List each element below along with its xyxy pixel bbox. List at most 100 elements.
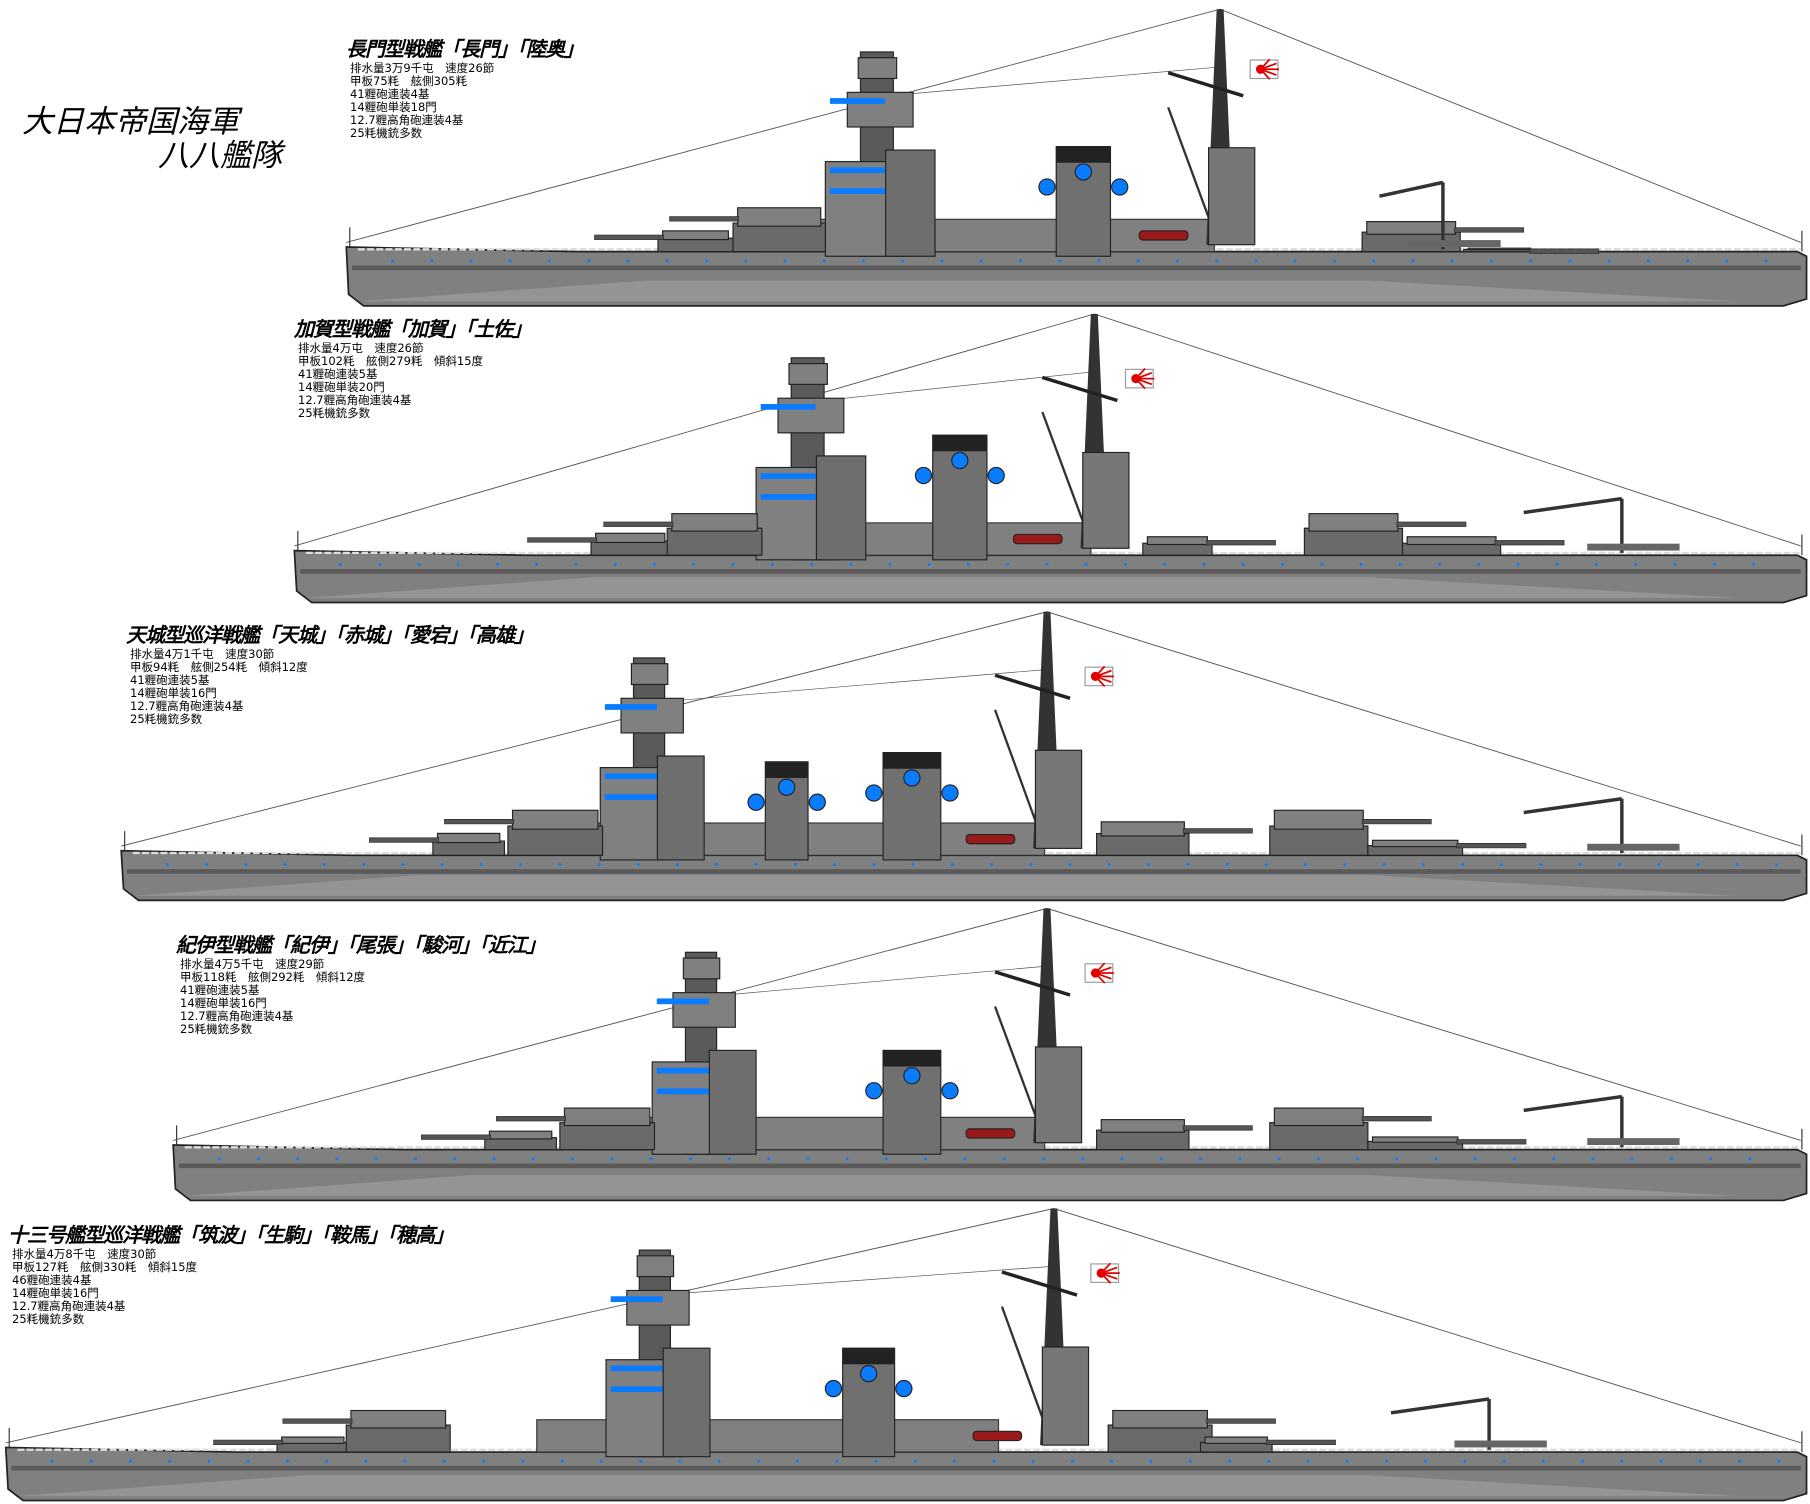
ensign-ray <box>1135 378 1146 390</box>
armor-belt-line <box>126 869 1801 874</box>
porthole <box>1107 863 1111 867</box>
hull-shading <box>305 577 1738 598</box>
porthole <box>1437 562 1441 566</box>
porthole <box>979 259 983 263</box>
aircraft-crane-boom <box>1390 1397 1490 1415</box>
porthole <box>822 259 826 263</box>
porthole <box>1332 259 1336 263</box>
porthole <box>217 1157 221 1161</box>
porthole <box>362 863 366 867</box>
spec-line: 14糎砲単装16門 <box>12 1286 99 1300</box>
funnel-cap <box>842 1348 895 1365</box>
porthole <box>1578 863 1582 867</box>
bridge-windows <box>829 167 885 174</box>
ensign-ray <box>1094 665 1106 677</box>
spec-line: 46糎砲連装4基 <box>12 1273 92 1287</box>
porthole <box>676 863 680 867</box>
funnel-cap <box>932 435 987 452</box>
porthole <box>626 259 630 263</box>
bridge-level <box>846 91 914 128</box>
funnel <box>1055 146 1112 257</box>
armor-belt-line <box>11 1465 1801 1471</box>
porthole <box>1709 1157 1713 1161</box>
gun-turret <box>1406 536 1497 546</box>
mast-yard <box>1001 1270 1078 1297</box>
gun-barrel <box>1396 521 1467 527</box>
porthole <box>1552 1157 1556 1161</box>
porthole <box>547 259 551 263</box>
porthole <box>128 1459 132 1463</box>
barbette <box>1303 527 1404 556</box>
gun-barrel <box>421 1134 491 1140</box>
aircraft-crane-boom <box>1523 1094 1623 1113</box>
porthole <box>339 562 343 566</box>
porthole <box>1199 1157 1203 1161</box>
spec-line: 甲板94粍 舷側254粍 傾斜12度 <box>130 660 308 674</box>
porthole <box>1081 1157 1085 1161</box>
porthole <box>1698 1459 1702 1463</box>
porthole <box>1738 1459 1742 1463</box>
porthole <box>717 1459 721 1463</box>
porthole <box>1777 1459 1781 1463</box>
searchlight-icon <box>747 793 765 811</box>
searchlight-icon <box>951 451 969 470</box>
bridge-windows <box>604 773 657 780</box>
gun-barrel <box>282 1418 353 1424</box>
bridge-windows <box>760 494 816 500</box>
porthole <box>482 1459 486 1463</box>
porthole <box>950 863 954 867</box>
searchlight-icon <box>987 466 1005 485</box>
spec-line: 甲板118粍 舷側292粍 傾斜12度 <box>180 970 366 984</box>
porthole <box>244 863 248 867</box>
porthole <box>1500 863 1504 867</box>
gun-barrel <box>1182 1125 1253 1131</box>
porthole <box>1058 259 1062 263</box>
porthole <box>1241 562 1245 566</box>
funnel-cap <box>765 761 809 778</box>
gun-barrel <box>1361 1116 1432 1122</box>
spec-line: 排水量4万5千屯 速度29節 <box>180 957 325 971</box>
porthole <box>692 562 696 566</box>
porthole <box>50 1459 54 1463</box>
fire-control-top <box>630 663 669 686</box>
porthole <box>911 863 915 867</box>
porthole <box>1355 1157 1360 1161</box>
porthole <box>636 863 640 867</box>
porthole <box>1316 1157 1320 1161</box>
spec-line: 排水量4万8千屯 速度30節 <box>12 1247 157 1261</box>
gun-turret <box>1308 513 1399 532</box>
bridge-windows <box>610 1365 663 1372</box>
porthole <box>1343 863 1347 867</box>
porthole <box>992 1459 996 1463</box>
catapult-deck <box>1587 543 1680 551</box>
aft-superstructure <box>1034 749 1083 849</box>
catapult-deck <box>1587 1138 1680 1146</box>
searchlight-icon <box>859 1364 878 1383</box>
porthole <box>374 1157 378 1161</box>
porthole <box>731 562 735 566</box>
porthole <box>1489 259 1493 263</box>
searchlight-icon <box>778 778 796 796</box>
porthole <box>479 863 483 867</box>
ship-profile-5 <box>4 1208 1808 1502</box>
spec-line: 25粍機銃多数 <box>350 126 423 140</box>
porthole <box>888 562 892 566</box>
porthole <box>508 259 512 263</box>
porthole <box>560 1459 564 1463</box>
barbette <box>1269 1122 1369 1151</box>
searchlight-icon <box>1038 178 1056 196</box>
porthole <box>403 1459 407 1463</box>
gun-barrel <box>1361 819 1432 825</box>
ship-profile-1 <box>345 8 1808 307</box>
porthole <box>744 259 748 263</box>
ship-boat <box>965 833 1016 845</box>
porthole <box>1541 1459 1545 1463</box>
porthole <box>1070 1459 1074 1463</box>
gun-turret <box>1146 536 1209 546</box>
catapult-deck <box>1587 843 1680 851</box>
porthole <box>1775 863 1779 867</box>
porthole <box>1725 259 1729 263</box>
searchlight-icon <box>903 769 921 787</box>
ship-title: 十三号艦型巡洋戦艦「筑波」「生駒」「鞍馬」「穂高」 <box>8 1223 454 1247</box>
